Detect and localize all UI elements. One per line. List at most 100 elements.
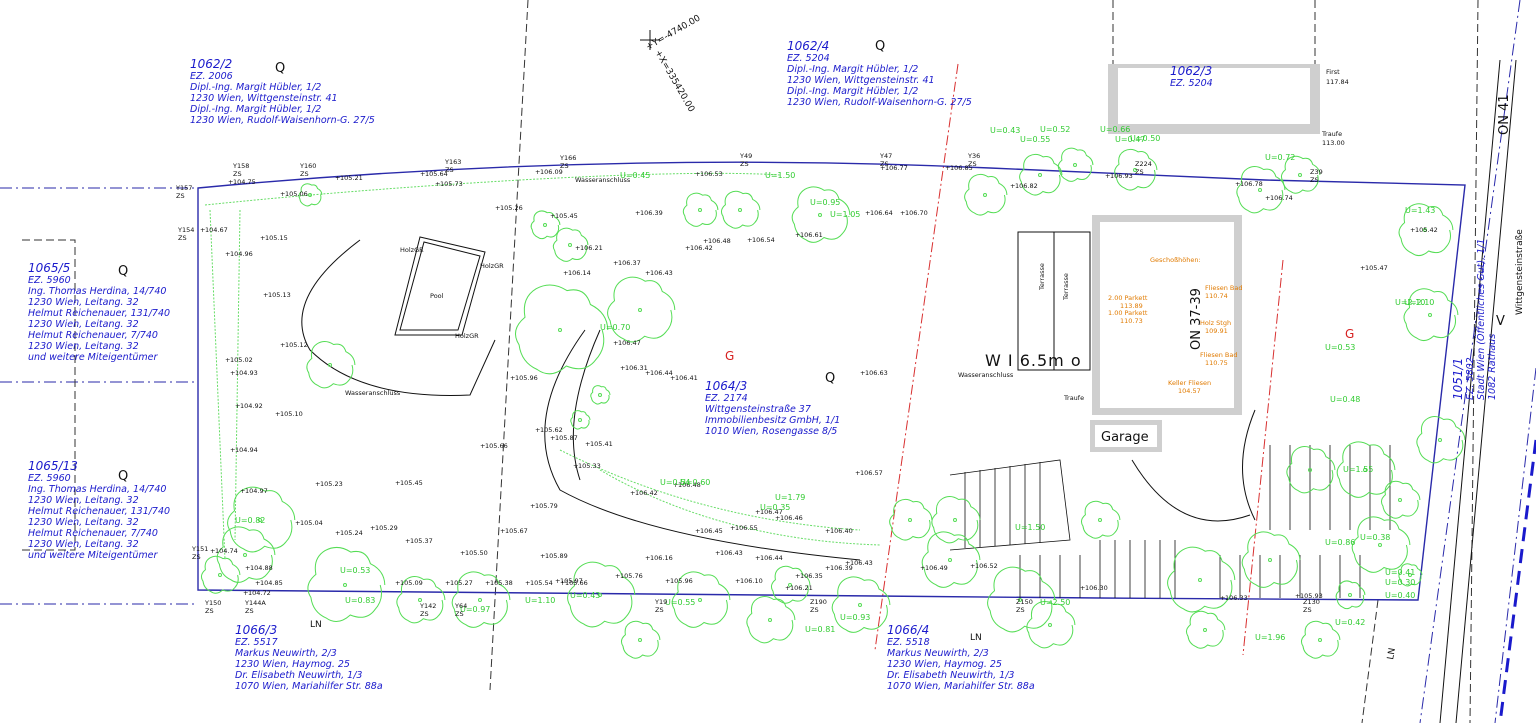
tree-u-value: U=1.05 bbox=[830, 210, 860, 219]
coord-y: +Y=-4740.00 bbox=[645, 13, 703, 52]
tree-canopy bbox=[1380, 480, 1421, 519]
tree-u-value: U=0.53 bbox=[1325, 343, 1355, 352]
boundary-point-type: ZS bbox=[1310, 176, 1319, 184]
tree-trunk bbox=[858, 603, 862, 607]
tree-trunk bbox=[543, 223, 547, 227]
parcel-text-line: 1062/2 bbox=[190, 57, 232, 71]
boundary-point-labels: Y157ZSY158ZSY160ZSY163ZSY166ZSY49ZSY47ZS… bbox=[175, 152, 1323, 618]
tree-canopy bbox=[607, 276, 676, 343]
survey-point-marker: + bbox=[785, 584, 790, 592]
tree-trunk bbox=[638, 308, 642, 312]
tree-trunk bbox=[1428, 313, 1432, 317]
tree-trunk bbox=[1363, 468, 1367, 472]
tree-trunk bbox=[1073, 163, 1077, 167]
hedge-strip bbox=[559, 449, 861, 531]
tree-u-value: U=1.50 bbox=[765, 171, 795, 180]
dimension-line bbox=[22, 239, 76, 551]
height-value: 105.66 bbox=[485, 442, 508, 450]
boundary-point-type: ZS bbox=[810, 606, 819, 614]
height-value: 105.23 bbox=[320, 480, 343, 488]
height-value: 106.14 bbox=[568, 269, 591, 277]
tree-canopy bbox=[567, 561, 636, 628]
height-value: 105.10 bbox=[280, 410, 303, 418]
survey-grid-line bbox=[1361, 599, 1379, 723]
tree-canopy bbox=[1300, 620, 1341, 659]
survey-point-marker: + bbox=[575, 244, 580, 252]
boundary-point-id: Y49 bbox=[739, 152, 752, 160]
driveway-curve bbox=[1242, 409, 1256, 521]
tree-canopy bbox=[1335, 580, 1366, 610]
height-value: 105.27 bbox=[450, 579, 473, 587]
boundary-point-type: ZS bbox=[1135, 168, 1144, 176]
holzgr-label: HolzGR bbox=[400, 246, 424, 254]
boundary-point-id: Y157 bbox=[175, 184, 192, 192]
survey-point-marker: + bbox=[880, 164, 885, 172]
pool-inner bbox=[399, 241, 481, 331]
survey-point-marker: + bbox=[445, 579, 450, 587]
parcel-text-line: 1010 Wien, Rosengasse 8/5 bbox=[705, 426, 837, 437]
parcel-text-line: Dipl.-Ing. Margit Hübler, 1/2 bbox=[190, 104, 321, 115]
height-value: 106.54 bbox=[752, 236, 775, 244]
tree-u-value: U=0.60 bbox=[680, 478, 710, 487]
height-points: +104.75+105.21+105.64+105.73+106.09+106.… bbox=[200, 164, 1438, 602]
survey-point-marker: + bbox=[420, 170, 425, 178]
boundary-point-id: Y166 bbox=[559, 154, 576, 162]
parcel-text-line: Immobilienbesitz GmbH, 1/1 bbox=[705, 415, 840, 426]
tree-canopy bbox=[396, 576, 446, 624]
height-value: 106.48 bbox=[678, 481, 701, 489]
traufe-height: 113.00 bbox=[1322, 139, 1345, 147]
tree-trunk bbox=[738, 208, 742, 212]
parcel-text-line: Dr. Elisabeth Neuwirth, 1/3 bbox=[887, 670, 1014, 681]
floor-height-label: 104.57 bbox=[1178, 387, 1201, 395]
tree-canopy bbox=[530, 210, 561, 240]
parcel-text-line: 1066/3 bbox=[235, 623, 277, 637]
floor-height-label: Keller Fliesen bbox=[1168, 379, 1211, 387]
garage-label: Garage bbox=[1101, 430, 1149, 445]
survey-point-marker: + bbox=[200, 226, 205, 234]
height-value: 106.45 bbox=[700, 527, 723, 535]
tree-trunk bbox=[328, 363, 332, 367]
main-building-interior bbox=[1100, 222, 1234, 408]
survey-point-marker: + bbox=[795, 572, 800, 580]
height-value: 106.21 bbox=[790, 584, 813, 592]
tree-canopy bbox=[216, 526, 276, 583]
height-value: 106.43 bbox=[650, 269, 673, 277]
height-value: 104.74 bbox=[215, 547, 238, 555]
tree-canopy bbox=[552, 227, 589, 262]
height-value: 105.12 bbox=[285, 341, 308, 349]
boundary-point-type: ZS bbox=[740, 160, 749, 168]
survey-point-marker: + bbox=[335, 529, 340, 537]
tree-canopy bbox=[1398, 203, 1454, 257]
parcel-text-line: EZ. 5204 bbox=[1170, 78, 1213, 89]
first-height: 117.84 bbox=[1326, 78, 1349, 86]
zone-ln-label: LN bbox=[310, 620, 322, 630]
survey-point-marker: + bbox=[755, 508, 760, 516]
survey-point-marker: + bbox=[260, 234, 265, 242]
tree-u-value: U=0.35 bbox=[760, 503, 790, 512]
height-value: 105.45 bbox=[555, 212, 578, 220]
height-value: 105.93 bbox=[1300, 592, 1323, 600]
survey-point-marker: + bbox=[275, 410, 280, 418]
tree-trunk bbox=[1203, 628, 1207, 632]
survey-point-marker: + bbox=[573, 462, 578, 470]
tree-trunk bbox=[698, 208, 702, 212]
holzgr-label: HolzGR bbox=[480, 262, 504, 270]
height-value: 105.15 bbox=[265, 234, 288, 242]
survey-point-marker: + bbox=[255, 579, 260, 587]
tree-trunk bbox=[598, 393, 602, 397]
height-value: 106.52 bbox=[975, 562, 998, 570]
tree-trunk bbox=[343, 583, 347, 587]
boundary-point-id: Y36 bbox=[967, 152, 980, 160]
height-value: 105.42 bbox=[1415, 226, 1438, 234]
parcel-text-line: 1230 Wien, Leitang. 32 bbox=[28, 341, 139, 352]
height-value: 105.66 bbox=[565, 579, 588, 587]
height-value: 106.09 bbox=[540, 168, 563, 176]
tree-trunk bbox=[948, 558, 952, 562]
tree-u-value: U=0.81 bbox=[805, 625, 835, 634]
boundary-point-id: Z150 bbox=[1016, 598, 1033, 606]
parcel-text-line: Wittgensteinstraße 37 bbox=[705, 404, 811, 415]
